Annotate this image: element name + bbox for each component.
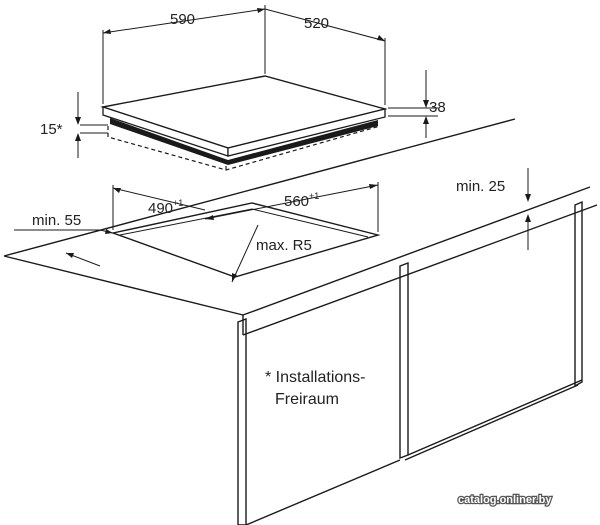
dimension-min-25: min. 25 (456, 168, 531, 250)
dim-min-55-label: min. 55 (32, 212, 81, 229)
footnote-line-2: Freiraum (275, 391, 339, 408)
dimension-590: 590 (102, 5, 266, 104)
dimension-min-55: min. 55 (14, 212, 114, 267)
dim-490-label: 490+1 (148, 198, 183, 217)
dimension-38: 38 (388, 70, 446, 138)
dim-15-label: 15* (40, 121, 63, 138)
cutout (110, 202, 381, 278)
dimension-560: 560+1 (204, 182, 379, 232)
dim-min-25-label: min. 25 (456, 178, 505, 195)
dim-max-r5-label: max. R5 (256, 237, 312, 254)
dim-590-label: 590 (170, 11, 195, 28)
dimension-490: 490+1 (112, 185, 206, 230)
dimension-520: 520 (264, 8, 386, 105)
worktop (3, 118, 598, 336)
watermark: catalog.onliner.by (457, 493, 554, 508)
dim-560-label: 560+1 (284, 191, 319, 210)
footnote-line-1: * Installations- (265, 369, 366, 386)
watermark-label: catalog.onliner.by (458, 494, 552, 506)
dimension-max-r5: max. R5 (231, 224, 312, 283)
dim-38-label: 38 (429, 99, 446, 116)
dimension-15: 15* (40, 92, 108, 158)
dim-520-label: 520 (304, 15, 329, 32)
cabinet (237, 200, 583, 525)
hob-drawing (100, 75, 388, 171)
